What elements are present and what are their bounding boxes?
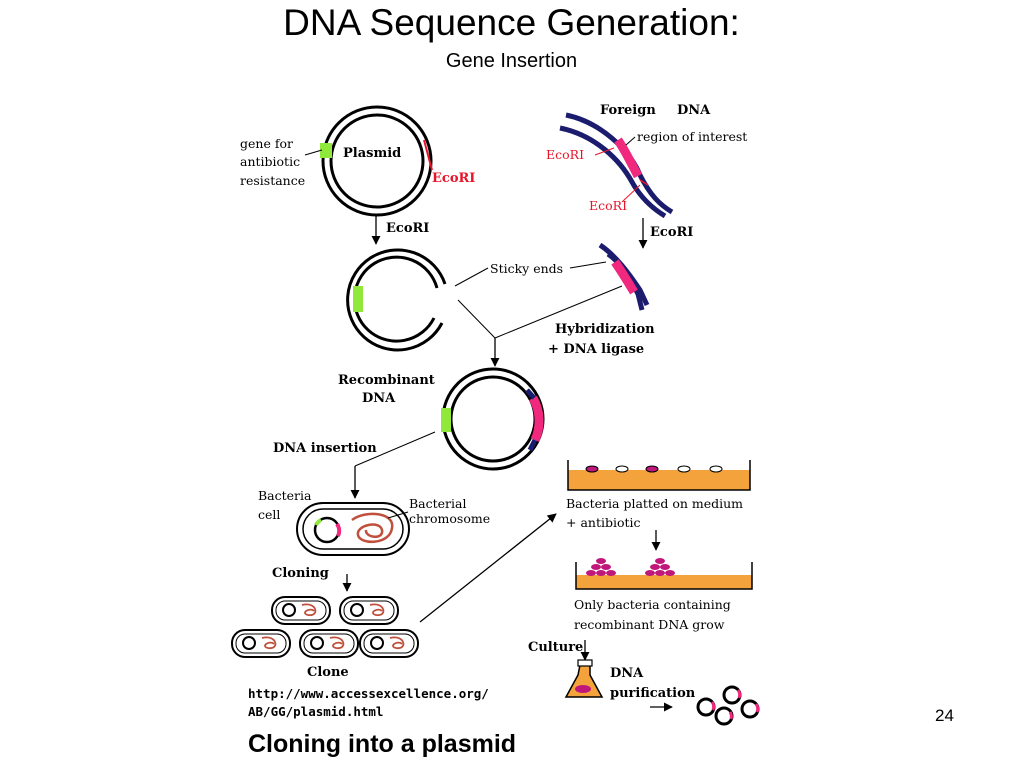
cut-plasmid	[346, 248, 447, 352]
clone-cell	[271, 596, 331, 625]
bacterial-chromosome-label-2: chromosome	[409, 511, 490, 526]
flask-icon	[564, 659, 604, 698]
clone-cell	[339, 596, 399, 625]
only-label-2: recombinant DNA grow	[574, 617, 725, 632]
region-of-interest-label: region of interest	[637, 129, 747, 144]
figure-caption: Cloning into a plasmid	[248, 730, 516, 758]
ecori-arrow-left-label: EcoRI	[386, 221, 429, 236]
clone-cells	[231, 596, 419, 658]
sticky-ends-label: Sticky ends	[490, 261, 563, 276]
gene-label-line2: antibiotic	[240, 154, 300, 169]
foreign-dna-fragment	[598, 242, 650, 311]
purification-label-2: purification	[610, 686, 696, 701]
clone-cell	[299, 629, 359, 658]
recombinant-label-2: DNA	[362, 391, 396, 406]
recombinant-dna-circle	[441, 367, 545, 471]
dna-insertion-label: DNA insertion	[273, 441, 377, 456]
platted-label-1: Bacteria platted on medium	[566, 496, 743, 511]
purification-label-1: DNA	[610, 666, 644, 681]
ecori-plasmid-label: EcoRI	[432, 171, 475, 186]
platted-label-2: + antibiotic	[566, 515, 641, 530]
source-url-line1: http://www.accessexcellence.org/	[248, 686, 489, 701]
slide-title: DNA Sequence Generation:	[283, 2, 740, 43]
bacteria-cell	[296, 502, 410, 556]
slide-subtitle: Gene Insertion	[445, 50, 578, 72]
resistance-gene-marker	[320, 143, 332, 158]
clone-label: Clone	[307, 665, 349, 680]
resistance-gene-marker-cut	[353, 286, 363, 312]
foreign-dna-label-1: Foreign	[600, 103, 656, 118]
clone-cell	[231, 629, 291, 658]
gene-label-line3: resistance	[240, 173, 305, 188]
source-url-line2: AB/GG/plasmid.html	[248, 704, 383, 719]
hybridization-label-1: Hybridization	[555, 322, 655, 337]
plasmid-circle	[320, 105, 433, 217]
cloning-label: Cloning	[272, 566, 329, 581]
ecori-site-marker	[423, 139, 433, 171]
ecori-foreign-label-1: EcoRI	[546, 147, 584, 162]
ecori-arrow-right-label: EcoRI	[650, 225, 693, 240]
colony-cluster	[586, 558, 616, 576]
agar-plate-1	[567, 460, 751, 491]
culture-label: Culture	[528, 640, 583, 655]
recombinant-label-1: Recombinant	[338, 373, 435, 388]
colony-cluster	[645, 558, 675, 576]
ecori-foreign-label-2: EcoRI	[589, 198, 627, 213]
bacterial-chromosome-label-1: Bacterial	[409, 496, 466, 511]
clone-cell	[359, 629, 419, 658]
bacteria-cell-label-2: cell	[258, 507, 280, 522]
foreign-dna-strands	[559, 112, 674, 219]
plasmid-label: Plasmid	[343, 146, 401, 161]
bacteria-cell-label-1: Bacteria	[258, 488, 312, 503]
hybridization-label-2: + DNA ligase	[548, 342, 644, 357]
foreign-dna-label-2: DNA	[677, 103, 711, 118]
page-number: 24	[935, 706, 954, 725]
purified-plasmids	[696, 685, 760, 726]
arrow-to-plate	[419, 513, 557, 623]
gene-label-line1: gene for	[240, 136, 293, 151]
only-label-1: Only bacteria containing	[574, 597, 731, 612]
agar-plate-2	[575, 558, 753, 590]
